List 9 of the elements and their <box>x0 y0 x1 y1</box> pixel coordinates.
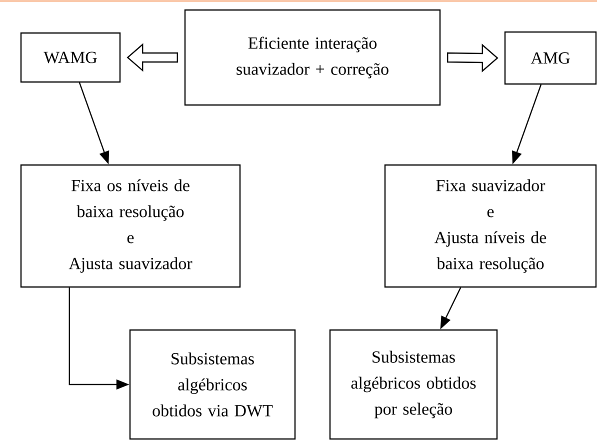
process-box: Eficiente interação suavizador + correção <box>184 9 441 106</box>
process-box: Fixa suavizador e Ajusta níveis de baixa resolução <box>384 164 597 288</box>
process-box: AMG <box>504 31 597 85</box>
process-box: WAMG <box>20 32 121 83</box>
process-box: Subsistemas algébricos obtidos via DWT <box>129 329 296 440</box>
process-box: Subsistemas algébricos obtidos por seleção <box>329 329 498 440</box>
process-box: Fixa os níveis de baixa resolução e Ajusta suavizador <box>20 164 241 288</box>
block-arrow <box>447 44 498 72</box>
block-arrow <box>126 43 178 72</box>
